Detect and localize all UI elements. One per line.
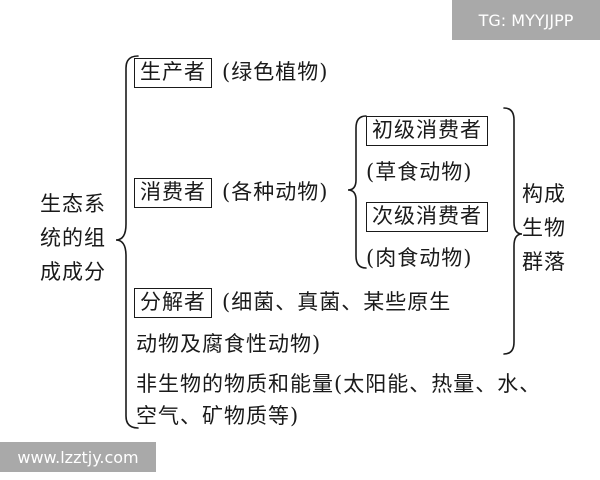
watermark-url: www.lzztjy.com — [0, 442, 156, 472]
watermark-tag: TG: MYYJJPP — [452, 0, 600, 40]
community-label-line2: 生物 — [522, 216, 566, 240]
secondary-consumer-note: (肉食动物) — [366, 246, 473, 270]
producer-box: 生产者 — [134, 58, 212, 88]
consumer-box: 消费者 — [134, 178, 212, 208]
decomposer-box: 分解者 — [134, 288, 212, 318]
root-label-line2: 统的组 — [40, 226, 106, 250]
primary-consumer-note: (草食动物) — [366, 160, 473, 184]
decomposer-note-line1: (细菌、真菌、某些原生 — [222, 290, 452, 314]
decomposer-note-line2: 动物及腐食性动物) — [136, 332, 322, 356]
main-brace — [115, 55, 139, 429]
consumer-brace — [347, 115, 367, 269]
community-brace — [503, 107, 523, 355]
community-label-line3: 群落 — [522, 250, 566, 274]
community-label-line1: 构成 — [522, 182, 566, 206]
root-label-line1: 生态系 — [40, 192, 106, 216]
abiotic-line2: 空气、矿物质等) — [136, 404, 300, 428]
root-label-line3: 成成分 — [40, 260, 106, 284]
consumer-note: (各种动物) — [222, 180, 329, 204]
primary-consumer-box: 初级消费者 — [366, 116, 488, 146]
secondary-consumer-box: 次级消费者 — [366, 202, 488, 232]
abiotic-line1: 非生物的物质和能量(太阳能、热量、水、 — [136, 372, 542, 396]
producer-note: (绿色植物) — [222, 60, 329, 84]
